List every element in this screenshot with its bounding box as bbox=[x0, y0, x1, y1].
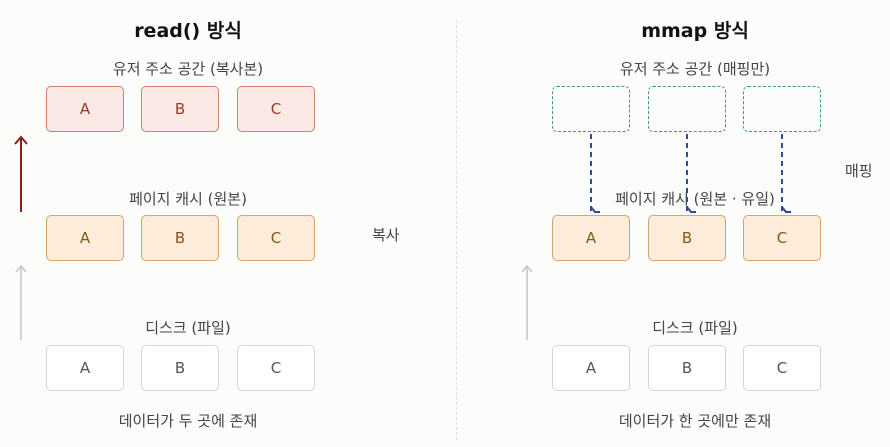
mapping-label: 매핑 bbox=[845, 162, 873, 180]
right-cache-block-b: B bbox=[648, 215, 726, 261]
left-footer: 데이터가 두 곳에 존재 bbox=[118, 412, 258, 430]
right-cache-block-c: C bbox=[743, 215, 821, 261]
right-disk-block-b: B bbox=[648, 345, 726, 391]
left-page-cache-label: 페이지 캐시 (원본) bbox=[129, 190, 247, 208]
right-disk-to-cache-arrow bbox=[521, 264, 533, 340]
left-cache-block-b: B bbox=[141, 215, 219, 261]
left-disk-block-c: C bbox=[237, 345, 315, 391]
right-page-cache-label: 페이지 캐시 (원본 · 유일) bbox=[615, 190, 775, 208]
left-cache-block-c: C bbox=[237, 215, 315, 261]
left-cache-block-a: A bbox=[46, 215, 124, 261]
mapping-arrow-c bbox=[781, 134, 791, 213]
mapping-arrow-b bbox=[686, 134, 696, 213]
copy-arrow bbox=[14, 135, 28, 212]
right-disk-block-c: C bbox=[743, 345, 821, 391]
left-user-block-a: A bbox=[46, 86, 124, 132]
right-user-space-label: 유저 주소 공간 (매핑만) bbox=[619, 60, 771, 78]
left-disk-label: 디스크 (파일) bbox=[145, 319, 231, 337]
right-mapped-slot-c bbox=[743, 86, 821, 132]
right-footer: 데이터가 한 곳에만 존재 bbox=[618, 412, 772, 430]
right-mapped-slot-a bbox=[552, 86, 630, 132]
left-user-space-label: 유저 주소 공간 (복사본) bbox=[112, 60, 264, 78]
left-disk-block-b: B bbox=[141, 345, 219, 391]
right-mapped-slot-b bbox=[648, 86, 726, 132]
left-disk-block-a: A bbox=[46, 345, 124, 391]
copy-label: 복사 bbox=[372, 226, 400, 244]
mapping-arrow-a bbox=[590, 134, 600, 213]
right-disk-label: 디스크 (파일) bbox=[652, 319, 738, 337]
right-disk-block-a: A bbox=[552, 345, 630, 391]
left-user-block-c: C bbox=[237, 86, 315, 132]
right-cache-block-a: A bbox=[552, 215, 630, 261]
left-disk-to-cache-arrow bbox=[15, 264, 27, 340]
read-method-title: read() 방식 bbox=[134, 20, 242, 42]
left-user-block-b: B bbox=[141, 86, 219, 132]
mmap-method-title: mmap 방식 bbox=[641, 20, 749, 42]
panel-divider bbox=[456, 20, 457, 440]
